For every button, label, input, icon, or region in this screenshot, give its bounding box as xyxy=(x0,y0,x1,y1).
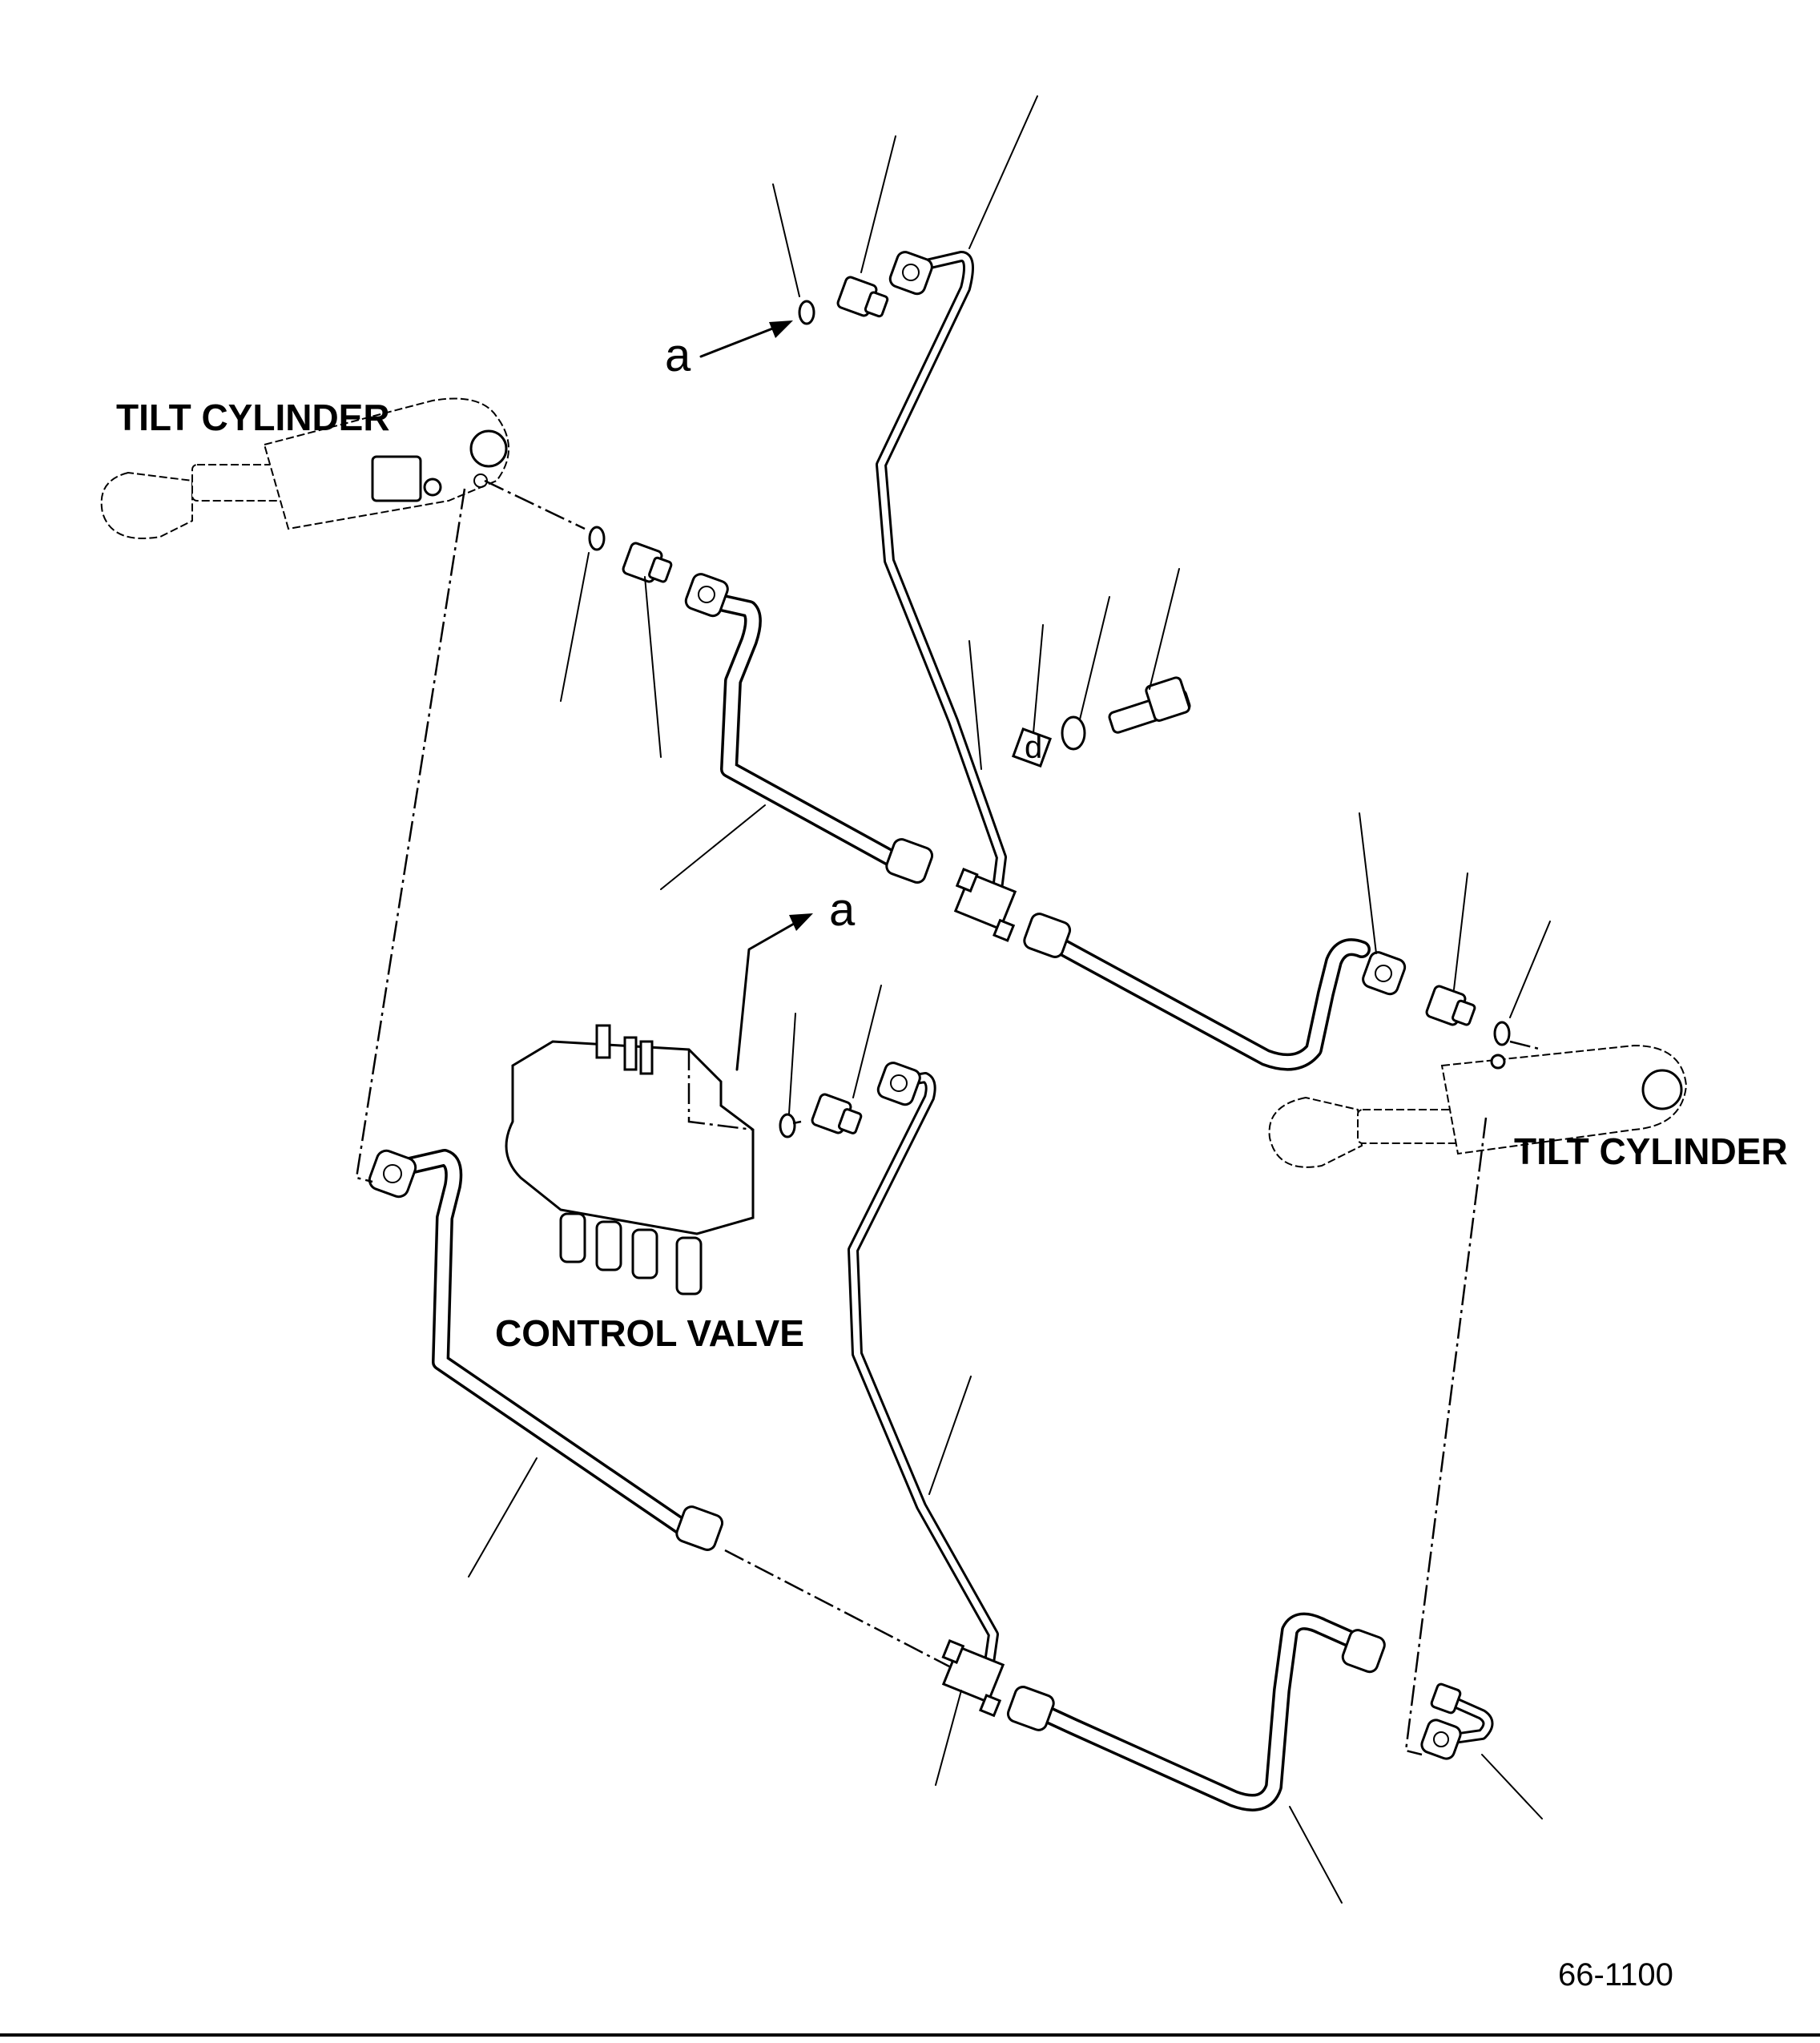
o-ring-left-cylinder[interactable] xyxy=(588,526,606,551)
nut-right-cylinder[interactable] xyxy=(1361,950,1407,997)
nut-top[interactable] xyxy=(888,250,934,296)
control-valve-label: CONTROL VALVE xyxy=(495,1312,804,1354)
elbow-hose-lower-left[interactable] xyxy=(367,1148,418,1199)
lock-washer[interactable] xyxy=(1061,715,1086,751)
lower-tube[interactable] xyxy=(848,1072,999,1668)
upper-tube[interactable] xyxy=(876,251,1007,895)
control-valve[interactable] xyxy=(505,1024,755,1296)
clamp-nut[interactable]: d xyxy=(1012,727,1052,768)
reference-arrow-a-top xyxy=(699,320,793,358)
tilt-cylinder-right-label: TILT CYLINDER xyxy=(1514,1130,1788,1172)
adapter-control-valve[interactable] xyxy=(811,1093,863,1134)
o-ring-right-cylinder[interactable] xyxy=(1493,1021,1511,1046)
adapter-right-cylinder[interactable] xyxy=(1425,985,1476,1026)
adapter-top[interactable] xyxy=(836,276,889,318)
hose-lower-left[interactable] xyxy=(384,1149,714,1539)
tee-block-lower[interactable] xyxy=(941,1638,1005,1718)
nut-hose-lower-right-start[interactable] xyxy=(1006,1685,1056,1732)
nut-left-cylinder[interactable] xyxy=(683,572,730,619)
hose-upper-right[interactable] xyxy=(1029,925,1371,1071)
hose-upper-left[interactable] xyxy=(704,592,930,870)
hose-lower-right[interactable] xyxy=(1013,1612,1367,1811)
tee-block-upper[interactable] xyxy=(953,868,1017,942)
nut-hose-upper-right-start[interactable] xyxy=(1022,912,1072,959)
tilt-cylinder-left-label: TILT CYLINDER xyxy=(116,397,390,438)
elbow-fitting-right-cylinder[interactable] xyxy=(1419,1682,1494,1761)
reference-a-middle-label: a xyxy=(829,884,856,936)
o-ring-control-valve[interactable] xyxy=(779,1113,796,1138)
nut-hose-lower-right-end[interactable] xyxy=(1340,1628,1387,1674)
nut-control-valve[interactable] xyxy=(876,1061,922,1107)
svg-text:d: d xyxy=(1025,730,1042,765)
figure-number: 66-1100 xyxy=(1558,1957,1673,1993)
right-tilt-cylinder[interactable] xyxy=(1268,1044,1688,1168)
reference-arrow-a-middle xyxy=(735,913,813,1071)
leader-lines xyxy=(468,95,1551,1904)
nut-hose-upper-left-end[interactable] xyxy=(884,837,934,884)
adapter-left-cylinder[interactable] xyxy=(622,542,673,583)
clamp-bolt[interactable] xyxy=(1108,676,1191,734)
o-ring-top[interactable] xyxy=(798,300,815,325)
nut-hose-lower-left-end[interactable] xyxy=(674,1505,724,1552)
assembly-lines xyxy=(355,479,1543,1756)
reference-a-top-label: a xyxy=(665,329,691,381)
left-tilt-cylinder[interactable] xyxy=(100,397,509,539)
